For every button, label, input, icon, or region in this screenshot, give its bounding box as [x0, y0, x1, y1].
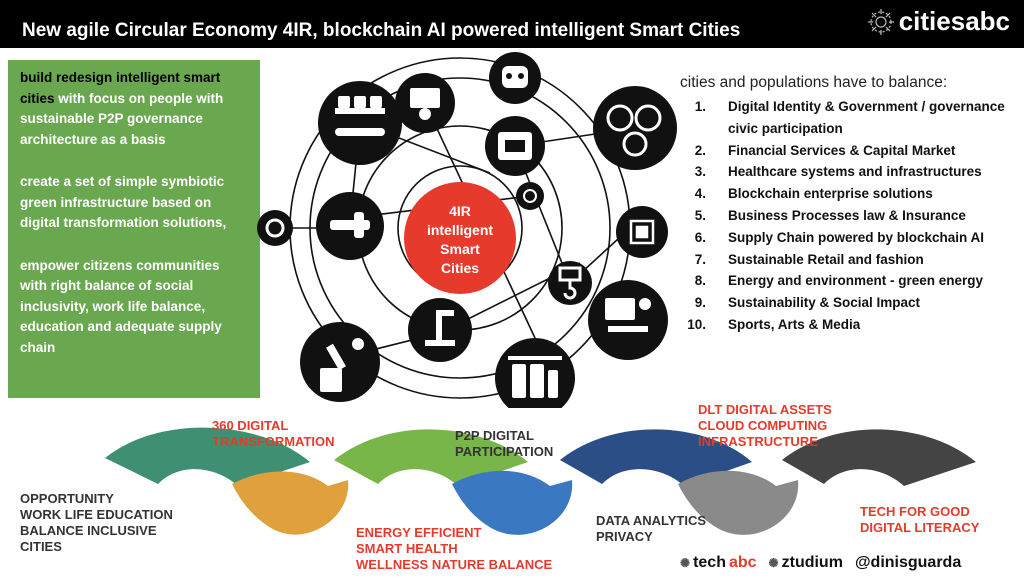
list-item: 8.Energy and environment - green energy [694, 273, 984, 289]
wave-segment-dlt [678, 470, 799, 535]
panel-paragraph-2: create a set of simple symbiotic green i… [20, 174, 227, 230]
label-analytics: DATA ANALYTICS PRIVACY [596, 513, 707, 544]
panel-paragraph-3: empower citizens communities with right … [20, 257, 222, 355]
intro-panel: build redesign intelligent smart cities … [8, 60, 260, 398]
author-handle[interactable]: @dinisguarda [854, 554, 962, 571]
silos-glyph [508, 356, 562, 398]
node-key-icon [516, 182, 544, 210]
spark-icon: ✺ [680, 556, 691, 570]
list-item: 7.Sustainable Retail and fashion [694, 251, 924, 267]
wave-segment-p2p [452, 470, 573, 535]
spark-icon: ✺ [768, 556, 779, 570]
workstation-glyph [605, 298, 651, 332]
list-item: 9.Sustainability & Social Impact [694, 295, 921, 311]
wave-segment-tech [782, 429, 976, 486]
label-energy: ENERGY EFFICIENT SMART HEALTH WELLNESS N… [356, 525, 553, 572]
balance-list: 1.Digital Identity & Government / govern… [676, 96, 1016, 336]
label-transformation: 360 DIGITAL TRANSFORMATION [212, 418, 335, 449]
engineer-glyph [410, 88, 440, 120]
label-dlt: DLT DIGITAL ASSETS CLOUD COMPUTING INFRA… [698, 402, 832, 449]
list-item: 10.Sports, Arts & Media [687, 316, 861, 332]
assembly-line-glyph [335, 96, 385, 136]
list-item: 2.Financial Services & Capital Market [694, 142, 956, 158]
hub-nodes [257, 52, 677, 408]
label-opportunity: OPPORTUNITY WORK LIFE EDUCATION BALANCE … [20, 491, 173, 554]
brand-name: citiesabc [898, 6, 1010, 36]
panel-paragraph-1-rest: with focus on people with sustainable P2… [20, 90, 224, 147]
chip-glyph [629, 219, 655, 245]
node-gears-icon [593, 86, 677, 170]
robot-hand-glyph [330, 212, 370, 238]
page-title: New agile Circular Economy 4IR, blockcha… [22, 20, 741, 41]
key-glyph [523, 189, 537, 203]
wave-band [105, 427, 976, 535]
list-intro: cities and populations have to balance: [680, 74, 948, 91]
gears-glyph [606, 104, 662, 157]
machine-glyph [498, 132, 532, 160]
wave-segment-energy [334, 429, 528, 486]
hub-center-circle [404, 182, 516, 294]
node-assembly-line-icon [318, 81, 402, 165]
list-item: 3.Healthcare systems and infrastructures [694, 164, 982, 180]
crane-hook-glyph [558, 266, 582, 300]
node-settings-icon [257, 210, 293, 246]
brand-logo[interactable]: citiesabc [867, 6, 1010, 37]
list-item: 5.Business Processes law & Insurance [694, 207, 966, 223]
robot-head-glyph [502, 66, 528, 88]
panel-paragraph-1: build redesign intelligent smart cities … [20, 68, 248, 150]
industrial-robot-glyph [320, 338, 364, 392]
label-p2p: P2P DIGITAL PARTICIPATION [455, 428, 554, 459]
list-item: 4.Blockchain enterprise solutions [694, 186, 933, 202]
robot-arm-glyph [425, 310, 455, 346]
list-item: 6.Supply Chain powered by blockchain AI [694, 229, 985, 245]
ztudium-logo[interactable]: ✺ ztudium [768, 554, 843, 571]
brand-icon [867, 8, 894, 35]
label-tech: TECH FOR GOOD DIGITAL LITERACY [860, 504, 980, 535]
settings-glyph [265, 218, 285, 238]
list-item: 1.Digital Identity & Government / govern… [694, 99, 1005, 136]
wave-segment-analytics [560, 429, 752, 486]
wave-segment-transformation [232, 471, 349, 535]
header-bar: New agile Circular Economy 4IR, blockcha… [0, 0, 1024, 48]
panel-highlight: build redesign intelligent smart cities [20, 70, 221, 106]
wave-segment-opportunity [105, 427, 310, 486]
